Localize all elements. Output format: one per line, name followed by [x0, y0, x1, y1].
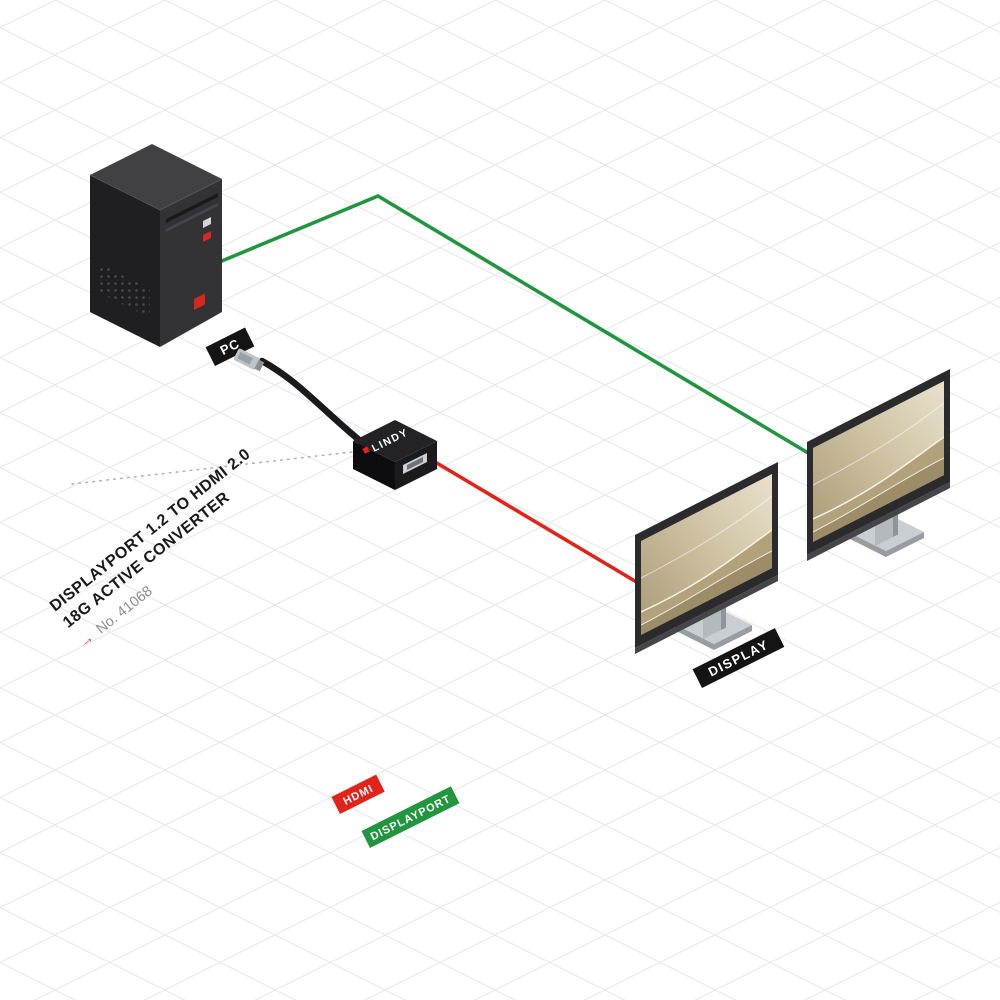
pc-edge-highlight	[89, 174, 223, 211]
monitor-base-edge	[848, 532, 924, 557]
hdmi-connection-line	[419, 451, 661, 598]
pc-label: PC	[205, 327, 255, 366]
monitor-right	[807, 369, 950, 561]
brand-mark-icon	[362, 446, 370, 454]
legend-hdmi-swatch	[331, 774, 385, 814]
display-label-background	[692, 628, 785, 688]
pc-tower	[89, 144, 223, 347]
monitor-underside	[635, 575, 778, 654]
pc-logo-badge	[194, 293, 205, 310]
leader-dotted-line	[71, 451, 353, 485]
monitor-screen	[813, 381, 944, 542]
converter-top-face	[353, 420, 437, 462]
monitor-base-edge	[676, 625, 752, 650]
displayport-plug	[233, 348, 265, 372]
legend-displayport-swatch	[361, 786, 460, 848]
monitor-underside	[807, 482, 950, 561]
pc-power-indicator	[203, 231, 211, 242]
plug-face	[237, 352, 253, 365]
pc-indicator-light	[203, 217, 211, 228]
adapter-cable	[233, 348, 368, 448]
cable-path	[258, 357, 368, 448]
monitor-screen	[641, 474, 772, 635]
monitor-wallpaper	[641, 495, 772, 635]
hdmi-port-inner	[407, 457, 423, 470]
pc-vent-grid	[98, 262, 150, 318]
pc-top-face	[90, 144, 222, 210]
monitor-wallpaper	[813, 402, 944, 542]
pc-label-background	[205, 327, 255, 366]
displayport-connection-line	[204, 193, 851, 480]
converter-box: LINDY	[353, 420, 437, 490]
plug-neck	[254, 359, 265, 372]
converter-left-face	[353, 441, 395, 490]
pc-drive-slot	[166, 203, 218, 232]
pc-drive-slot	[166, 193, 218, 223]
monitor-left	[635, 462, 778, 654]
